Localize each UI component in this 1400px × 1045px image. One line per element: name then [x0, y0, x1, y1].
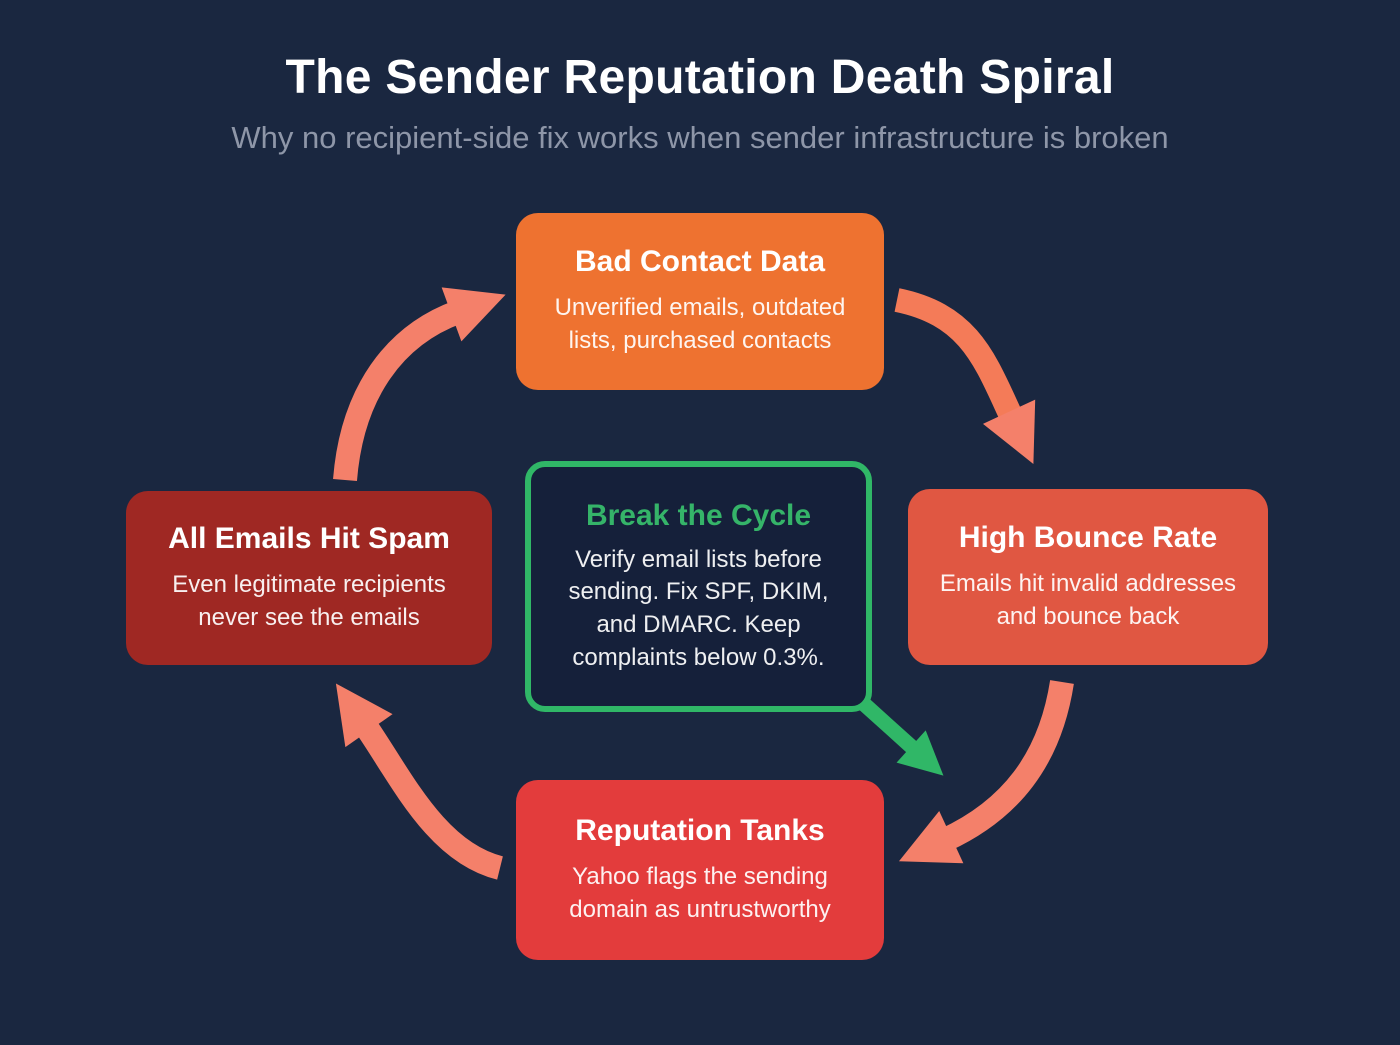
- node-all-emails-hit-spam-body: Even legitimate recipients never see the…: [172, 570, 446, 631]
- node-all-emails-hit-spam-title: All Emails Hit Spam: [168, 521, 450, 555]
- arrow-bad-contact-to-bounce: [894, 288, 1036, 464]
- node-bad-contact-data-title: Bad Contact Data: [574, 245, 826, 279]
- node-break-the-cycle-body: Verify email lists before sending. Fix S…: [568, 545, 829, 671]
- node-bad-contact-data: Bad Contact Data Unverified emails, outd…: [516, 213, 884, 390]
- node-high-bounce-rate: High Bounce Rate Emails hit invalid addr…: [908, 489, 1268, 665]
- arrow-bounce-to-reputation: [898, 680, 1074, 864]
- header: The Sender Reputation Death Spiral Why n…: [0, 0, 1400, 156]
- arrow-break-the-cycle: [858, 698, 944, 776]
- arrow-reputation-to-spam: [335, 683, 504, 880]
- page-title: The Sender Reputation Death Spiral: [285, 51, 1115, 104]
- page-subtitle: Why no recipient-side fix works when sen…: [231, 120, 1169, 155]
- node-break-the-cycle-title: Break the Cycle: [585, 498, 812, 532]
- node-reputation-tanks-body: Yahoo flags the sending domain as untrus…: [569, 862, 831, 923]
- node-reputation-tanks-title: Reputation Tanks: [575, 813, 825, 847]
- node-reputation-tanks: Reputation Tanks Yahoo flags the sending…: [516, 780, 884, 960]
- arrow-spam-to-bad-contact: [333, 287, 506, 482]
- node-all-emails-hit-spam: All Emails Hit Spam Even legitimate reci…: [126, 491, 492, 665]
- node-high-bounce-rate-body: Emails hit invalid addresses and bounce …: [939, 569, 1237, 630]
- node-bad-contact-data-body: Unverified emails, outdated lists, purch…: [554, 294, 846, 354]
- node-break-the-cycle: Break the Cycle Verify email lists befor…: [525, 461, 872, 712]
- node-high-bounce-rate-title: High Bounce Rate: [958, 520, 1218, 554]
